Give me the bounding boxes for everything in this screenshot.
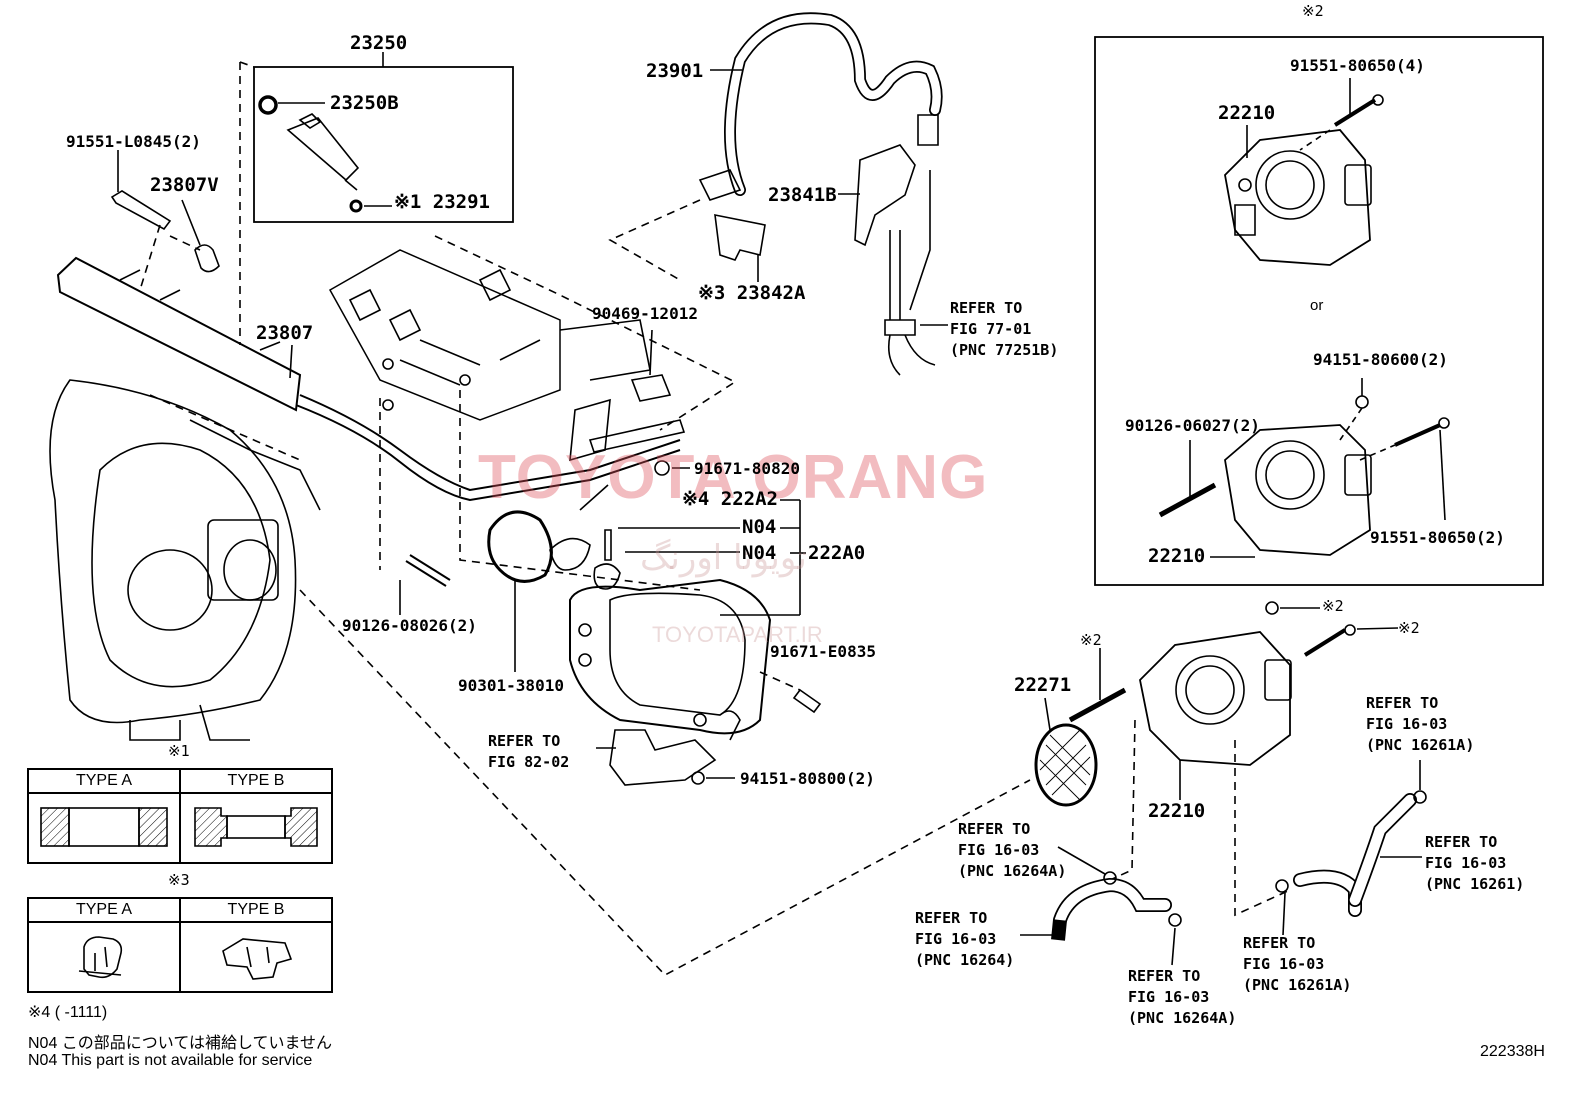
label-91551-80650-4: 91551-80650(4) (1290, 56, 1425, 75)
refer-fig-16-03-16264a-top: REFER TO FIG 16-03 (PNC 16264A) (958, 820, 1067, 880)
label-90469-12012: 90469-12012 (592, 304, 698, 323)
label-kome2-c: ※2 (1398, 619, 1420, 637)
refer-fig-16-03-16261a-top: REFER TO FIG 16-03 (PNC 16261A) (1366, 694, 1475, 754)
label-91551-80650-2: 91551-80650(2) (1370, 528, 1505, 547)
label-23291: ※1 23291 (394, 191, 490, 213)
label-23901: 23901 (646, 60, 704, 82)
refer-fig-16-03-16261a-bottom: REFER TO FIG 16-03 (PNC 16261A) (1243, 934, 1352, 994)
label-91671-80820: 91671-80820 (694, 459, 800, 478)
clip-type-a-icon (29, 923, 179, 991)
table3-mark: ※3 (168, 871, 190, 889)
label-90126-06027: 90126-06027(2) (1125, 416, 1260, 435)
refer-fig-16-03-16264: REFER TO FIG 16-03 (PNC 16264) (915, 909, 1015, 969)
table3-type-a: TYPE A (75, 901, 133, 918)
table1-type-b: TYPE B (179, 770, 331, 792)
label-23841b: 23841B (768, 184, 837, 206)
note-n04-japanese: N04 この部品については補給していません (28, 1035, 333, 1052)
diagram-code: 222338H (1480, 1043, 1545, 1060)
label-94151-80800: 94151-80800(2) (740, 769, 875, 788)
label-90126-08026: 90126-08026(2) (342, 616, 477, 635)
refer-fig-16-03-16264a-bottom: REFER TO FIG 16-03 (PNC 16264A) (1128, 967, 1237, 1027)
o-ring-type-a-icon (29, 794, 179, 862)
label-kome2-b: ※2 (1322, 597, 1344, 615)
label-90301-38010: 90301-38010 (458, 676, 564, 695)
note-kome4: ※4 ( -1111) (28, 1004, 108, 1021)
label-23807v: 23807V (150, 174, 219, 196)
label-23250b: 23250B (330, 92, 399, 114)
label-222a0: 222A0 (808, 542, 866, 564)
label-23842a: ※3 23842A (698, 282, 806, 304)
note-n04-english: N04 This part is not available for servi… (28, 1052, 313, 1069)
label-91671-e0835: 91671-E0835 (770, 642, 876, 661)
refer-fig-77-01: REFER TO FIG 77-01 (PNC 77251B) (950, 299, 1059, 359)
label-94151-80600: 94151-80600(2) (1313, 350, 1448, 369)
watermark-main: TOYOTA ORANG (478, 443, 989, 512)
label-n04-b: N04 (742, 542, 777, 564)
label-23807: 23807 (256, 322, 314, 344)
label-23250: 23250 (350, 32, 408, 54)
type-table-o-ring: TYPE A TYPE B (27, 768, 333, 864)
label-or: or (1310, 297, 1324, 314)
watermark-farsi: تویوتا اورنگ (640, 538, 807, 578)
label-22271: 22271 (1014, 674, 1072, 696)
refer-fig-16-03-16261: REFER TO FIG 16-03 (PNC 16261) (1425, 833, 1525, 893)
label-22210-main: 22210 (1148, 800, 1206, 822)
type-table-clip: TYPE A TYPE B (27, 897, 333, 993)
label-kome2-a: ※2 (1080, 631, 1102, 649)
label-n04-a: N04 (742, 516, 777, 538)
clip-type-b-icon (179, 923, 331, 991)
watermark-site: TOYOTAPART.IR (652, 622, 823, 647)
table1-type-a: TYPE A (75, 772, 133, 789)
label-22210-box-upper: 22210 (1218, 102, 1276, 124)
label-91551-l0845: 91551-L0845(2) (66, 132, 201, 151)
table3-type-b: TYPE B (179, 899, 331, 921)
label-22210-box-lower: 22210 (1148, 545, 1206, 567)
refer-fig-82-02: REFER TO FIG 82-02 (488, 732, 570, 771)
table1-mark: ※1 (168, 742, 190, 760)
o-ring-type-b-icon (179, 794, 331, 862)
label-kome2-box: ※2 (1302, 2, 1324, 20)
label-222a2: ※4 222A2 (682, 488, 778, 510)
